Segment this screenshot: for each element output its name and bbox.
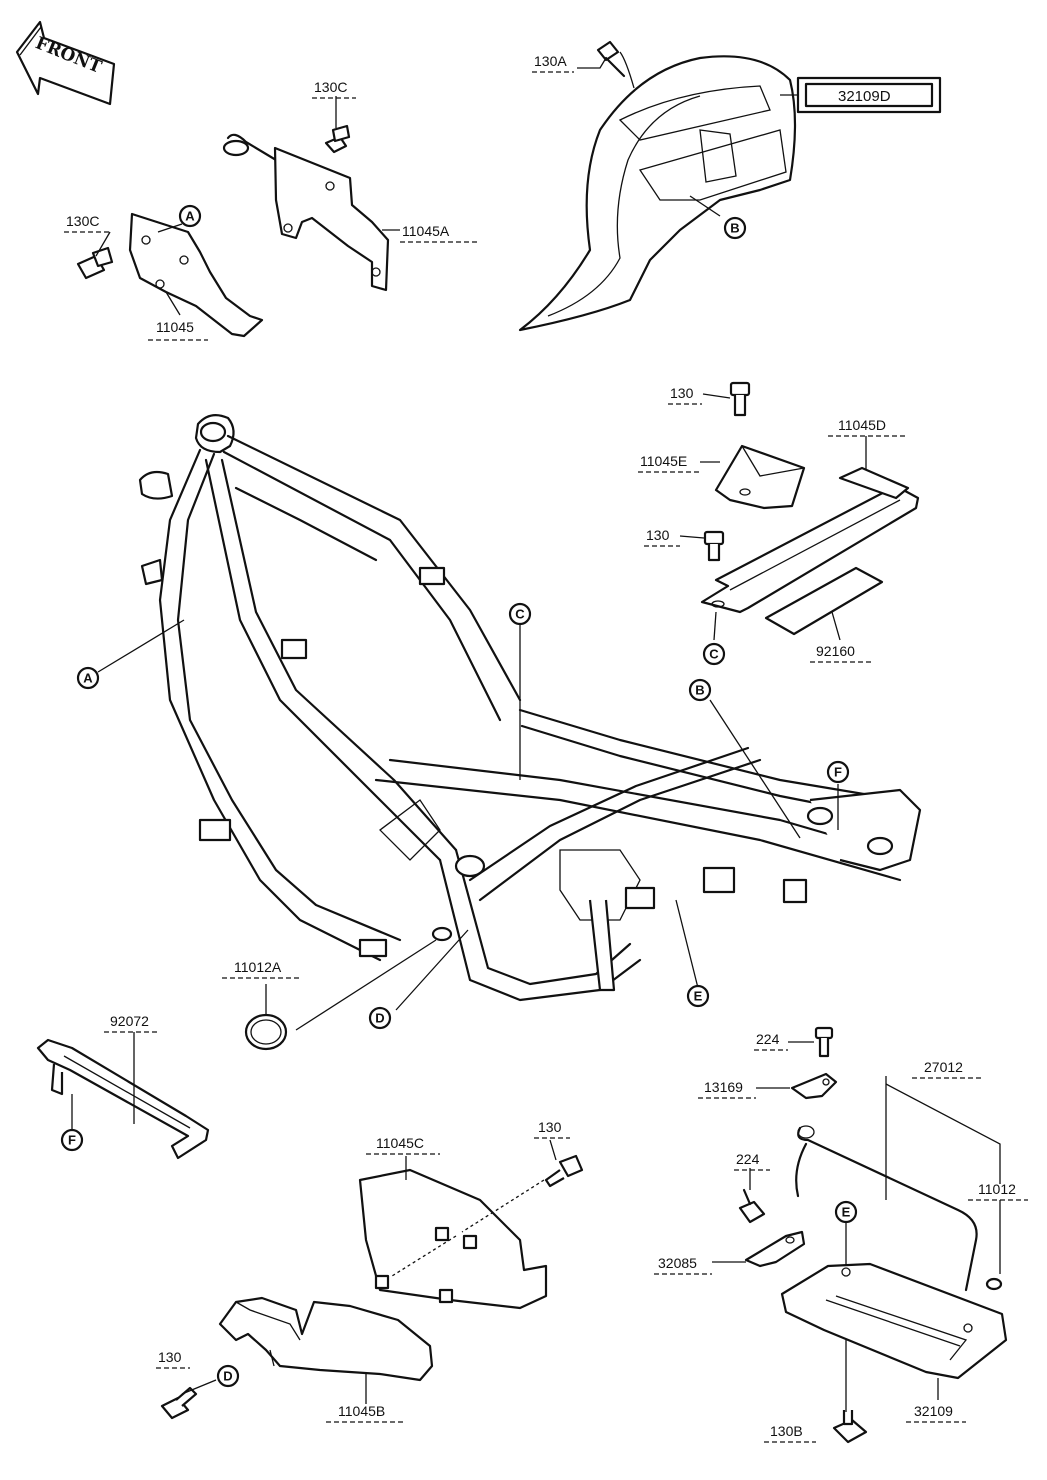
bolt-130a (596, 40, 626, 78)
ref-a-frame: A (83, 671, 93, 686)
brace-92072 (36, 1038, 210, 1160)
part-label-92160: 92160 (816, 643, 855, 659)
part-labels: 130A 32109D 130C 11045A 130C 11045 130 1… (64, 53, 1028, 1443)
part-label-224-mid: 224 (736, 1151, 760, 1167)
ref-b-cover: B (730, 221, 739, 236)
bolt-130b (832, 1410, 868, 1444)
part-label-11012a: 11012A (234, 959, 282, 975)
tray-11045d (700, 466, 920, 614)
part-label-130-plate-b: 130 (158, 1349, 182, 1365)
plate-11045c (358, 1168, 548, 1310)
ref-d-frame: D (375, 1011, 384, 1026)
part-label-130-tray-mid: 130 (646, 527, 670, 543)
rod-27012 (795, 1125, 978, 1292)
plug-11012a (244, 1013, 288, 1051)
bolt-130-tray-top (729, 381, 751, 417)
part-label-130-tray-top: 130 (670, 385, 694, 401)
pad-92160 (764, 566, 884, 636)
bolt-224-mid (738, 1188, 766, 1224)
ref-f-brace: F (68, 1133, 76, 1148)
ref-b-frame: B (695, 683, 704, 698)
part-label-32109: 32109 (914, 1403, 953, 1419)
part-label-130-plate-c: 130 (538, 1119, 562, 1135)
part-label-32109d: 32109D (838, 88, 891, 105)
part-label-11045a: 11045A (402, 223, 450, 239)
part-label-27012: 27012 (924, 1059, 963, 1075)
tray-32109 (780, 1262, 1008, 1380)
part-label-92072: 92072 (110, 1013, 149, 1029)
ref-f-frame: F (834, 765, 842, 780)
cover-32109d (518, 55, 797, 332)
part-label-11045: 11045 (156, 319, 194, 335)
ref-e-tray: E (842, 1205, 851, 1220)
nut-11012 (985, 1277, 1003, 1291)
bolt-130-plate-b (160, 1386, 198, 1420)
plate-11045 (128, 212, 264, 338)
bolt-130c-left (76, 246, 114, 280)
part-label-130b: 130B (770, 1423, 803, 1439)
leader-lines (71, 51, 1001, 1412)
clamp-32085 (744, 1230, 806, 1268)
part-label-130c-top: 130C (314, 79, 347, 95)
bolt-224-top (814, 1026, 834, 1058)
part-label-130a: 130A (534, 53, 567, 69)
clamp-13169 (790, 1072, 838, 1100)
bracket-11045e (714, 444, 806, 510)
ref-e-frame: E (694, 989, 703, 1004)
part-label-11045c: 11045C (376, 1135, 424, 1151)
part-label-11045b: 11045B (338, 1403, 385, 1419)
main-frame (138, 413, 922, 1002)
part-label-11045e: 11045E (640, 453, 687, 469)
part-label-224-top: 224 (756, 1031, 780, 1047)
part-label-32085: 32085 (658, 1255, 697, 1271)
bracket-11045a (222, 133, 390, 292)
ref-c-frame: C (515, 607, 525, 622)
ref-c-tray: C (709, 647, 719, 662)
front-arrow: FRONT (15, 20, 116, 106)
ref-d-plate: D (223, 1369, 232, 1384)
ref-a-left: A (185, 209, 195, 224)
reference-markers: A A B B C C D D E E F F (60, 204, 858, 1388)
part-label-11045d: 11045D (838, 417, 886, 433)
part-label-11012: 11012 (978, 1181, 1016, 1197)
plate-11045b (218, 1296, 434, 1382)
part-label-130c-left: 130C (66, 213, 99, 229)
bolt-130c-top (324, 124, 351, 154)
part-label-13169: 13169 (704, 1079, 743, 1095)
bolt-130-plate-c (544, 1154, 584, 1188)
bolt-130-tray-mid (703, 530, 725, 562)
